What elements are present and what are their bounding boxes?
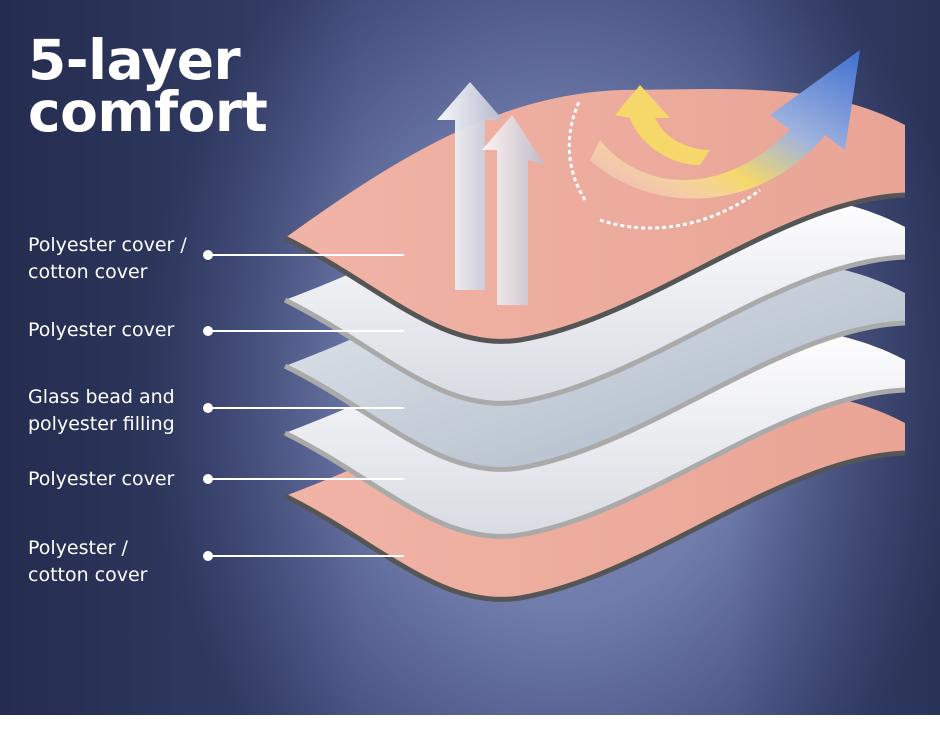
label-line: Polyester cover / — [28, 234, 187, 256]
bottom-strip — [0, 715, 940, 733]
page-title: 5-layer comfort — [28, 28, 268, 144]
label-line: polyester filling — [28, 413, 175, 435]
title-line-2: comfort — [28, 80, 268, 144]
layer-sheet-1 — [285, 89, 905, 342]
label-line: Glass bead and — [28, 386, 175, 408]
layer-label-1: Polyester cover / cotton cover — [28, 232, 187, 286]
layer-label-2: Polyester cover — [28, 317, 174, 344]
label-line: Polyester / — [28, 537, 128, 559]
layer-edge-1 — [283, 192, 906, 344]
label-line: cotton cover — [28, 564, 148, 586]
label-line: Polyester cover — [28, 319, 175, 341]
breathable-arrows-icon — [437, 82, 545, 305]
title-line-1: 5-layer — [28, 28, 241, 92]
layer-label-3: Glass bead and polyester filling — [28, 384, 175, 438]
layer-edge-4 — [283, 387, 906, 539]
airflow-curve-arrow-icon — [567, 50, 860, 230]
infographic-background: 5-layer comfort Polyester cover / cotton … — [0, 0, 940, 715]
label-line: cotton cover — [28, 261, 148, 283]
layer-label-4: Polyester cover — [28, 466, 174, 493]
layer-label-5: Polyester / cotton cover — [28, 535, 148, 589]
layer-edge-3 — [283, 320, 906, 472]
label-line: Polyester cover — [28, 468, 175, 490]
layer-edge-2 — [283, 254, 906, 406]
layer-illustration — [203, 50, 906, 602]
layer-edge-5 — [283, 450, 906, 602]
